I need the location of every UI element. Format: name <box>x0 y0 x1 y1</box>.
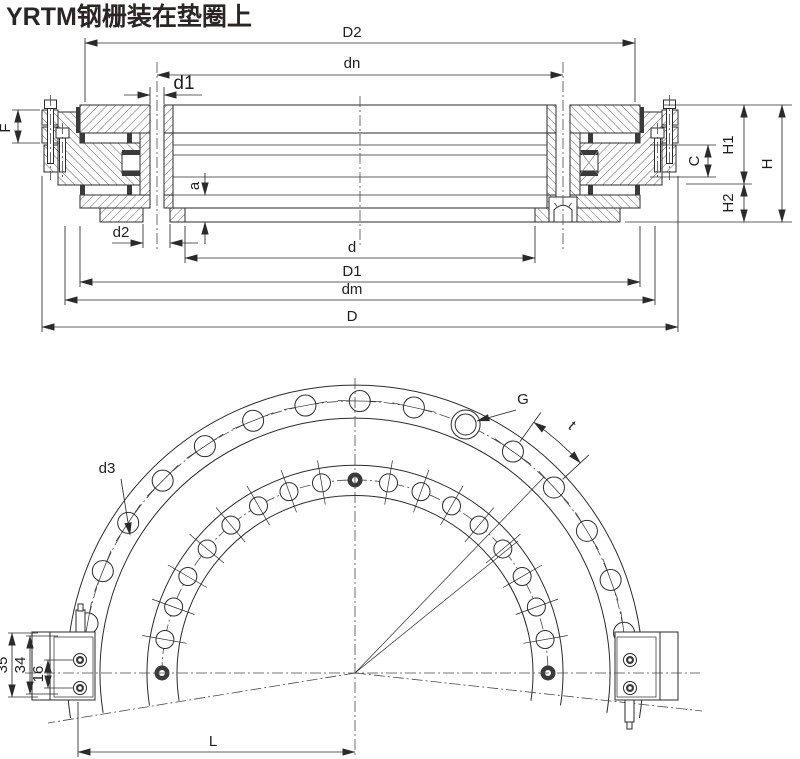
dim-label-t: t <box>565 418 580 434</box>
angle-reference-lines <box>354 476 545 674</box>
dim-label-C: C <box>686 155 703 166</box>
dim-label-a: a <box>186 181 203 190</box>
roller-cross-lines <box>579 150 599 175</box>
dim-label-H1: H1 <box>720 135 737 154</box>
outer-bolt-holes <box>76 390 636 655</box>
joint-line-left <box>47 672 356 724</box>
plan-view: G t d3 35 34 16 L <box>0 378 703 757</box>
cross-section-view: D2 dn d1 F a d2 <box>0 24 792 332</box>
head-screw <box>73 653 87 695</box>
dim-label-D: D <box>347 308 358 325</box>
plan-dimensions: G t d3 35 34 16 L <box>0 391 590 757</box>
dim-label-F: F <box>0 123 14 132</box>
dim-label-d: d <box>348 239 356 256</box>
measuring-head-right <box>614 631 679 730</box>
dim-label-D1: D1 <box>342 263 361 280</box>
dim-label-d2: d2 <box>113 224 130 241</box>
clamp-screw <box>55 123 70 180</box>
dim-label-H: H <box>759 159 776 170</box>
axial-roller-top <box>83 132 129 144</box>
page-title: YRTM钢栅装在垫圈上 <box>6 3 252 31</box>
dim-label-G: G <box>517 391 529 408</box>
dim-label-dn: dn <box>344 55 361 72</box>
dim-label-16: 16 <box>30 666 47 683</box>
head-screw <box>623 653 637 695</box>
dim-label-H2: H2 <box>720 193 737 212</box>
dim-label-d3: d3 <box>99 460 116 477</box>
dim-label-L: L <box>209 733 217 750</box>
dim-label-dm: dm <box>342 281 363 298</box>
seal-screw <box>44 95 57 180</box>
bearing-left-assembly <box>41 95 186 223</box>
dim-label-d1: d1 <box>173 73 194 94</box>
joint-line-right <box>354 672 703 712</box>
radial-roller <box>121 153 141 172</box>
dim-label-35: 35 <box>0 657 11 674</box>
dim-label-D2: D2 <box>342 24 361 41</box>
section-dimensions: D2 dn d1 F a d2 <box>0 24 792 332</box>
dim-label-34: 34 <box>12 657 29 674</box>
seal-strip <box>76 107 80 133</box>
axial-roller-bottom <box>83 184 129 196</box>
